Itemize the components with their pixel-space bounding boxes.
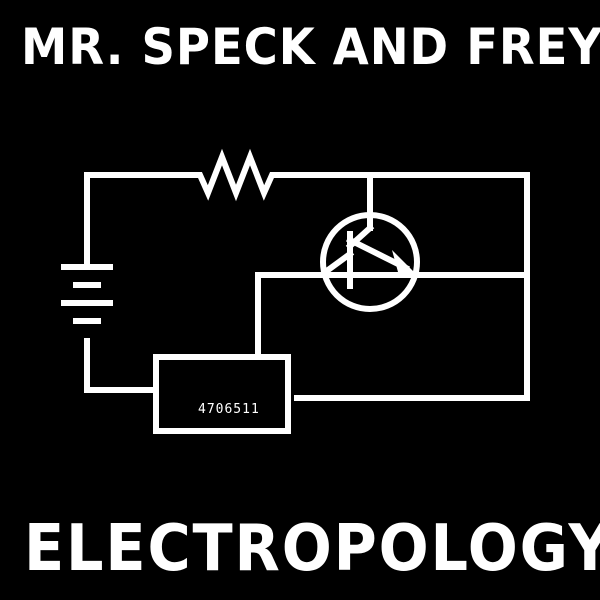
chip-label: 4706511	[198, 402, 260, 417]
emitter-arrow-icon	[392, 250, 414, 272]
wire-left-upper	[84, 172, 193, 265]
resistor-icon	[187, 148, 283, 202]
album-title: ELECTROPOLOGY	[24, 512, 600, 586]
ic-chip	[153, 354, 291, 434]
battery-icon	[61, 264, 113, 324]
artist-name: MR. SPECK AND FREY	[21, 18, 600, 76]
wire-left-lower	[84, 338, 159, 393]
transistor-base-lead	[323, 249, 355, 275]
wire-base	[255, 272, 530, 360]
wire-top	[277, 172, 530, 401]
